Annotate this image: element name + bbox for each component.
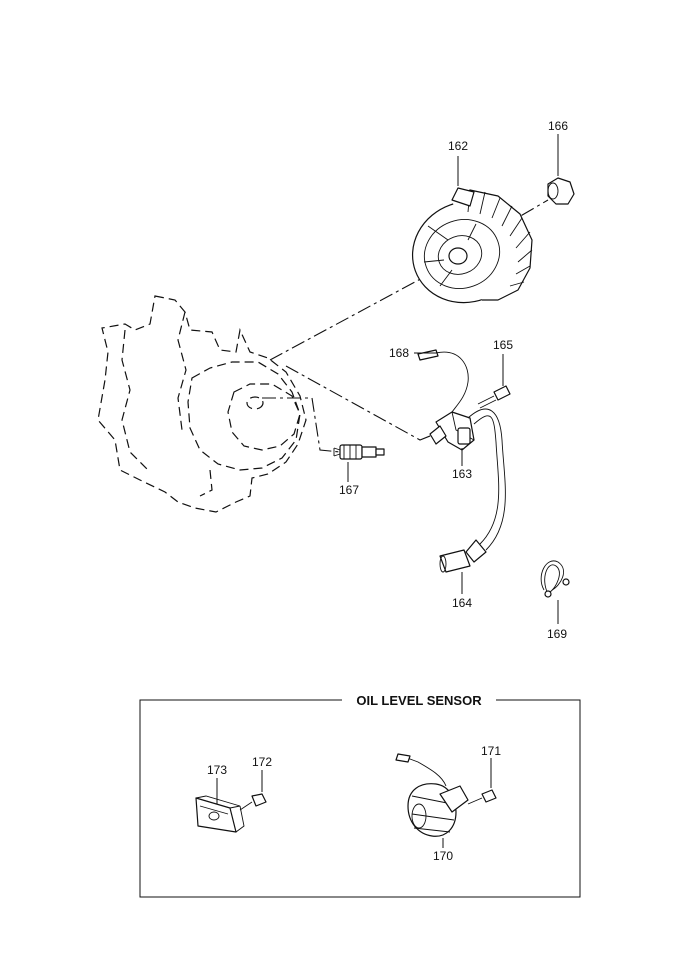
callout-168: 168 — [389, 346, 409, 360]
plug-ref-line — [262, 397, 341, 453]
bolt-171 — [467, 789, 497, 805]
oil-level-sensor-title: OIL LEVEL SENSOR — [356, 693, 482, 708]
wire-168 — [417, 349, 469, 413]
oil-sensor-170 — [395, 753, 469, 837]
flywheel-axis-line — [269, 261, 453, 361]
callout-162: 162 — [448, 139, 468, 153]
ignition-coil-163 — [429, 411, 475, 451]
nut-166 — [547, 177, 575, 205]
plug-cap-164 — [439, 408, 506, 573]
bracket-173 — [195, 795, 245, 833]
screw-165 — [477, 385, 511, 409]
callout-167: 167 — [339, 483, 359, 497]
clip-169 — [540, 560, 570, 598]
spark-plug-167 — [333, 444, 385, 460]
callout-166: 166 — [548, 119, 568, 133]
callout-165: 165 — [493, 338, 513, 352]
engine-outline — [97, 295, 307, 513]
callout-163: 163 — [452, 467, 472, 481]
callout-173: 173 — [207, 763, 227, 777]
callout-170: 170 — [433, 849, 453, 863]
callout-164: 164 — [452, 596, 472, 610]
bolt-172 — [239, 793, 267, 811]
coil-ref-line — [285, 365, 441, 441]
oil-level-sensor-section: OIL LEVEL SENSOR — [139, 693, 581, 898]
callout-169: 169 — [547, 627, 567, 641]
callout-171: 171 — [481, 744, 501, 758]
flywheel-162 — [411, 187, 533, 304]
callout-172: 172 — [252, 755, 272, 769]
callout-labels: 162 166 168 165 163 167 164 169 — [339, 119, 568, 641]
callout-leaders — [347, 134, 559, 624]
